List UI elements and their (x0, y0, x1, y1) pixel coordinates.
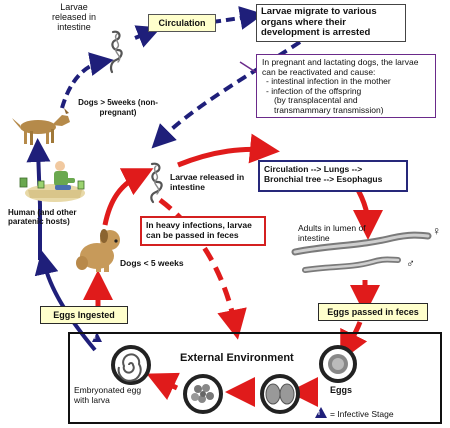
heavy-infections-box: In heavy infections, larvae can be passe… (140, 216, 266, 246)
label-larvae-released-top: Larvae released in intestine (51, 2, 97, 32)
arrow-human-to-dog (26, 138, 51, 260)
eggs-ingested-box: Eggs Ingested (40, 306, 128, 324)
egg-unembryonated-icon (319, 345, 357, 383)
label-embryonated: Embryonated egg with larva (74, 385, 142, 405)
egg-morula-icon (183, 374, 223, 414)
label-adults: Adults in lumen of intestine (298, 223, 366, 243)
label-larvae-migrate: Larvae migrate to various organs where t… (256, 4, 406, 42)
external-environment-frame (68, 332, 442, 424)
arrow-dog-to-top-larvae (60, 52, 114, 109)
arrow-mid-larvae-to-circ-lungs (177, 133, 280, 168)
eggs-passed-box: Eggs passed in feces (318, 303, 428, 321)
adult-dog-icon (12, 108, 70, 145)
infective-mark-legend: i (318, 410, 320, 417)
pregnant-intro-text: In pregnant and lactating dogs, the larv… (262, 57, 419, 77)
egg-two-cell-icon (260, 374, 300, 414)
puppy-icon (76, 229, 120, 272)
arrow-puppy-to-mid-larvae (102, 168, 154, 226)
larva-mid-icon (150, 162, 163, 204)
circulation-box: Circulation (148, 14, 216, 32)
arrow-circulation-to-migrate (211, 6, 264, 30)
female-symbol: ♀ (432, 224, 441, 238)
arrow-eggs-passed-to-egg1 (340, 321, 368, 362)
arrow-heavy-infection-dashed (158, 198, 247, 340)
egg-embryonated-icon (111, 345, 151, 385)
label-larvae-released-mid: Larvae released in intestine (170, 172, 245, 192)
infective-stage-triangle-embryonated (92, 332, 102, 342)
arrow-embryonated-to-human (34, 250, 97, 352)
infective-stage-triangle-legend (315, 407, 327, 418)
arrow-migrate-to-mid-larvae (151, 40, 302, 149)
pregnant-item-2: - infection of the offspring (266, 85, 362, 96)
pregnant-dogs-box: In pregnant and lactating dogs, the larv… (256, 54, 436, 118)
infective-stage-legend: = Infective Stage (330, 409, 394, 419)
label-eggs: Eggs (330, 385, 353, 395)
larva-top-icon (109, 30, 123, 74)
arrow-top-larvae-to-circulation (134, 25, 162, 48)
child-in-sandbox-icon (19, 161, 85, 202)
label-dogs-over5: Dogs > 5weeks (non-pregnant) (78, 98, 158, 117)
label-dogs-under5: Dogs < 5 weeks (120, 258, 184, 268)
external-environment-title: External Environment (180, 352, 294, 364)
pregnant-item-4: transmammary transmission) (274, 104, 384, 115)
adult-worms-icon (291, 231, 432, 273)
pregnant-item-3: (by transplacental and (274, 95, 358, 105)
infective-mark-embryonated: i (94, 335, 96, 341)
circ-lungs-box: Circulation --> Lungs --> Bronchial tree… (258, 160, 408, 192)
label-human: Human (and other paratenic hosts) (8, 208, 77, 226)
male-symbol: ♂ (406, 256, 415, 270)
pregnant-item-1: - intestinal infection in the mother (266, 76, 391, 86)
arrow-egg4-to-embryonated (146, 372, 180, 400)
